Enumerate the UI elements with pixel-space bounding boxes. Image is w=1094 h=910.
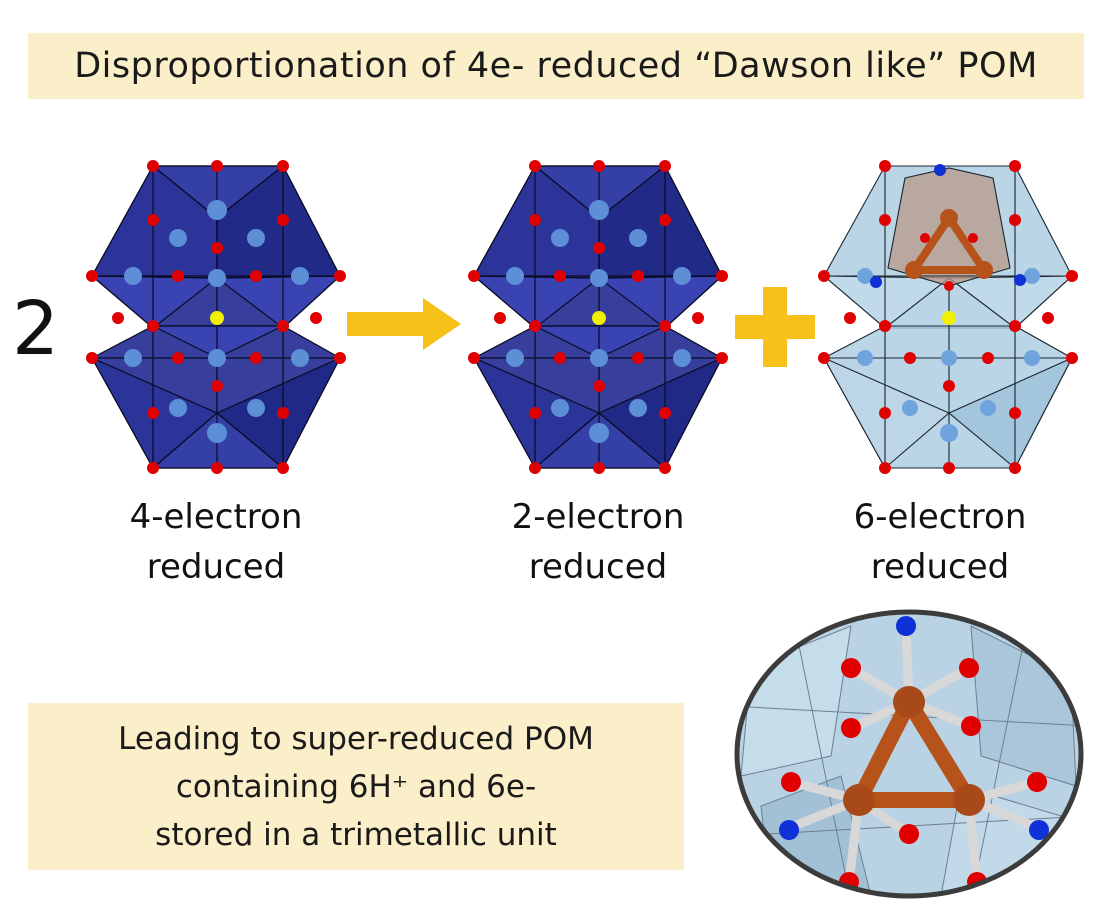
label-6e-line1: 6-electron	[853, 497, 1027, 537]
inset-hydrogen-sites	[779, 616, 1049, 840]
label-2e-reduced: 2-electron reduced	[468, 492, 728, 592]
hydrogen-sites	[870, 164, 1026, 288]
label-4e-line2: reduced	[146, 547, 286, 587]
trimetallic-unit	[905, 209, 993, 279]
label-4e-reduced: 4-electron reduced	[86, 492, 346, 592]
summary-line-1: Leading to super-reduced POM	[118, 720, 594, 757]
metal-atoms	[506, 200, 691, 443]
label-6e-line2: reduced	[870, 547, 1010, 587]
title-banner: Disproportionation of 4e- reduced “Dawso…	[28, 33, 1084, 99]
metal-atoms	[857, 268, 1040, 442]
title-text: Disproportionation of 4e- reduced “Dawso…	[74, 46, 1038, 86]
label-4e-line1: 4-electron	[129, 497, 303, 537]
central-atom	[210, 311, 224, 325]
central-atom	[942, 311, 956, 325]
oxygen-atoms	[86, 160, 346, 474]
pom-4e-reduced	[78, 158, 356, 480]
label-2e-line2: reduced	[528, 547, 668, 587]
label-6e-reduced: 6-electron reduced	[810, 492, 1070, 592]
summary-line-2: containing 6H⁺ and 6e-	[175, 768, 537, 805]
pom-dark-structure-1	[86, 160, 346, 474]
metal-atoms	[124, 200, 309, 443]
oxygen-atoms	[818, 160, 1078, 474]
summary-banner: Leading to super-reduced POM containing …	[28, 703, 684, 870]
pom-dark-structure-2	[468, 160, 728, 474]
reaction-arrow	[347, 298, 461, 350]
trimetallic-unit-zoom-inset	[734, 609, 1084, 899]
pom-2e-reduced	[460, 158, 738, 480]
label-2e-line1: 2-electron	[511, 497, 685, 537]
pom-6e-reduced	[810, 158, 1088, 480]
central-atom	[592, 311, 606, 325]
stoichiometric-coefficient: 2	[12, 286, 60, 372]
oxygen-atoms	[468, 160, 728, 474]
inset-trimetallic-triangle	[843, 686, 985, 816]
plus-sign	[735, 287, 815, 367]
pom-light-structure	[818, 160, 1078, 474]
summary-line-3: stored in a trimetallic unit	[155, 816, 557, 853]
